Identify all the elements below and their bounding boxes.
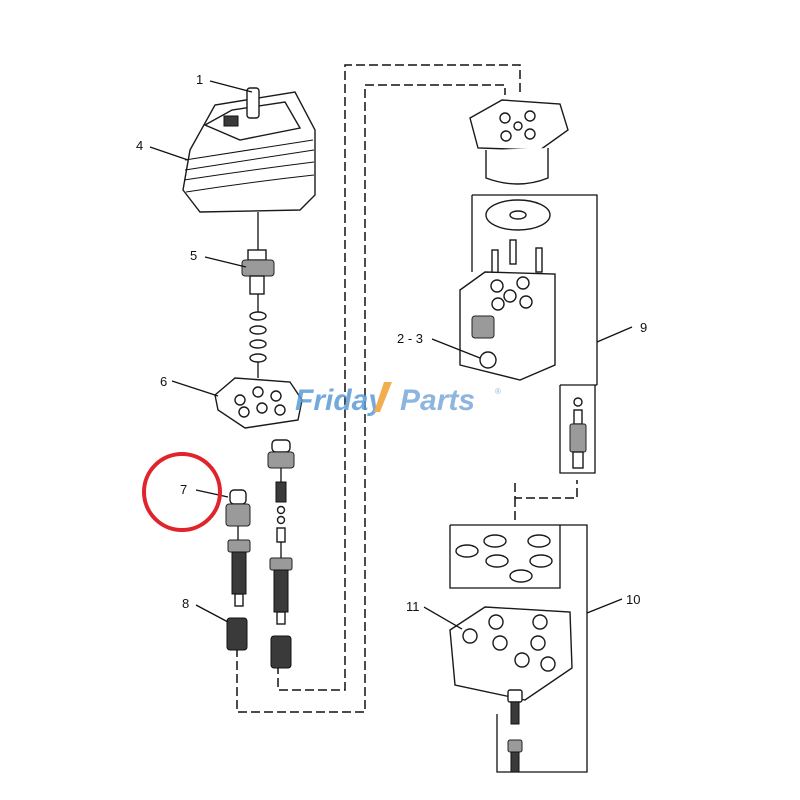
plunger-part-7	[225, 489, 251, 527]
joystick-boot	[182, 87, 316, 250]
gasket-hole	[509, 210, 527, 220]
fridayparts-watermark-logo: Friday Parts ®	[295, 382, 501, 417]
upper-flange	[469, 99, 569, 185]
svg-text:Friday: Friday	[295, 384, 386, 417]
leader-lines	[149, 80, 633, 630]
highlight-circle	[142, 452, 222, 532]
spring-part-8	[226, 617, 248, 651]
callout-9: 9	[640, 320, 647, 335]
bracket-part-10	[449, 524, 588, 773]
callout-11: 11	[406, 599, 420, 614]
lower-housing-part-11	[449, 606, 573, 701]
o-rings-set	[455, 534, 553, 583]
plunger-fitting	[241, 249, 275, 378]
valve-cartridge	[569, 397, 587, 469]
pilot-valve-body	[459, 271, 556, 381]
bottom-bolt	[507, 689, 523, 773]
callout-5: 5	[190, 248, 197, 263]
callout-4: 4	[136, 138, 143, 153]
callout-7: 7	[180, 482, 187, 497]
svg-text:Parts: Parts	[400, 384, 475, 417]
svg-text:®: ®	[495, 387, 501, 396]
screws-set	[491, 239, 543, 275]
valve-stack-right	[267, 439, 295, 669]
bracket-part-9	[471, 194, 598, 474]
callout-2-3: 2 - 3	[397, 331, 423, 346]
callout-6: 6	[160, 374, 167, 389]
assembly-connector-lines	[236, 64, 578, 713]
valve-stack-left	[226, 526, 251, 651]
callout-1: 1	[196, 72, 203, 87]
callout-10: 10	[626, 592, 640, 607]
callout-8: 8	[182, 596, 189, 611]
callout-labels: 1 4 5 6 7 8 2 - 3 9 10 11	[136, 72, 647, 614]
mounting-plate	[214, 377, 303, 429]
